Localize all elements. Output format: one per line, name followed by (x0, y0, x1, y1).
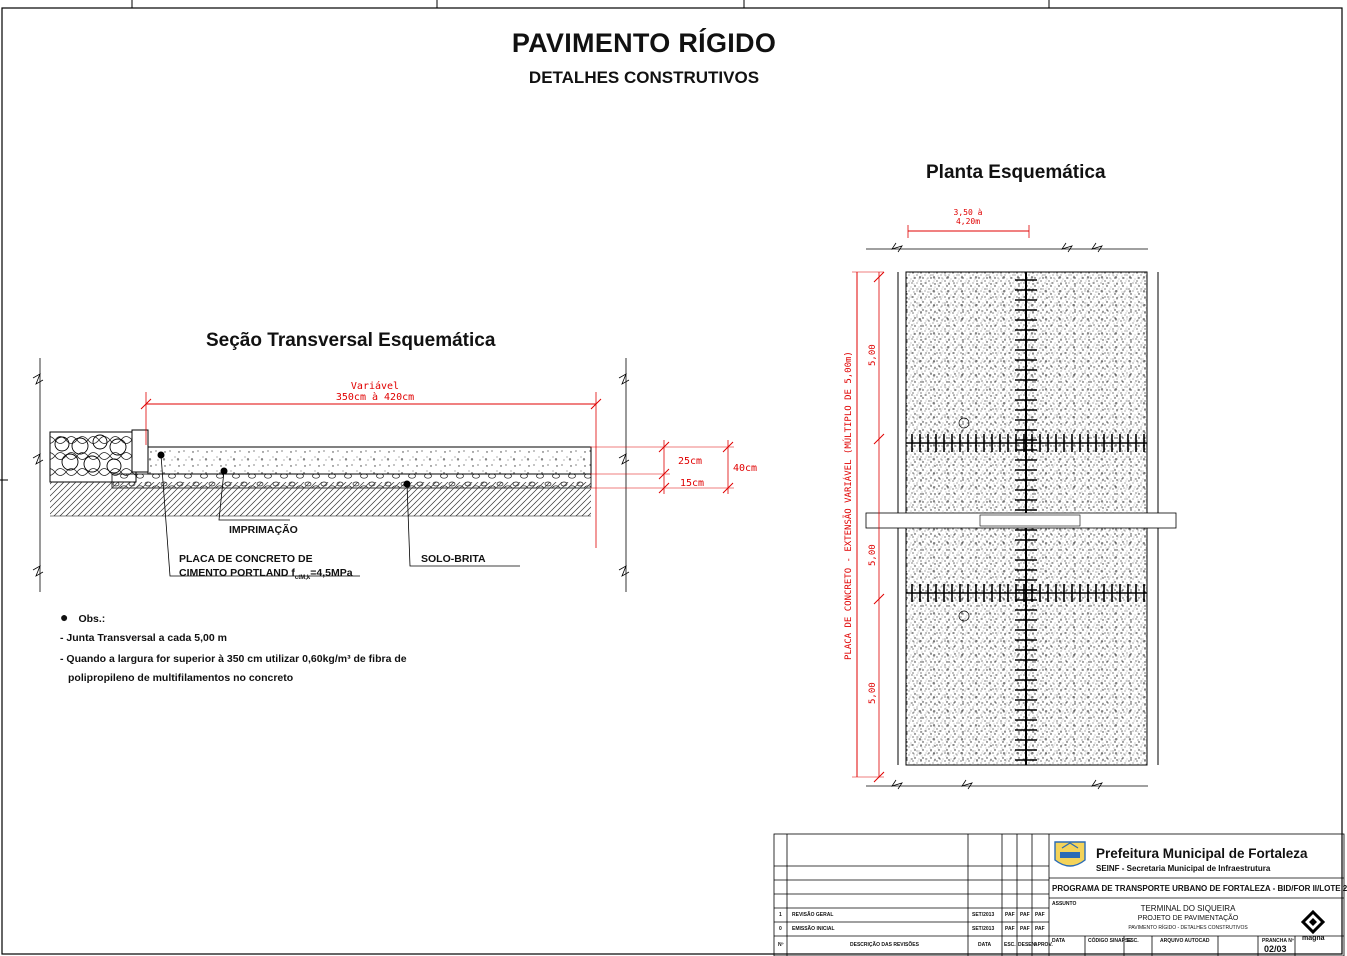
rev0-esc: PAF (1005, 926, 1015, 932)
plan-length-dimension: PLACA DE CONCRETO - EXTENSÃO VARIÁVEL (M… (844, 351, 854, 660)
page-title: PAVIMENTO RÍGIDO (511, 28, 777, 58)
section-width-line2: 350cm à 420cm (335, 392, 415, 403)
hdr-desc: DESCRIÇÃO DAS REVISÕES (850, 942, 919, 948)
note-item-2-line1: - Quando a largura for superior à 350 cm… (60, 653, 407, 665)
rev0-desc: EMISSÃO INICIAL (792, 926, 835, 932)
rev1-no: 1 (779, 912, 782, 918)
note-item-1: - Junta Transversal a cada 5,00 m (60, 632, 227, 644)
plan-width-line2: 4,20m (955, 217, 981, 226)
tb-f-arquivo: ARQUIVO AUTOCAD (1160, 938, 1210, 944)
notes-heading: ● Obs.: (60, 609, 105, 625)
plan-width-line1: 3,50 à (953, 208, 983, 217)
hdr-esc: ESC. (1004, 942, 1016, 948)
tb-f-data: DATA (1052, 938, 1066, 944)
hdr-date: DATA (978, 942, 992, 948)
page-subtitle: DETALHES CONSTRUTIVOS (528, 68, 760, 87)
section-heading: Seção Transversal Esquemática (206, 330, 496, 351)
tb-f-prancha: PRANCHA Nº (1262, 938, 1294, 944)
plan-seg-3: 5,00 (868, 682, 878, 704)
label-placa-sub: ctM,k (294, 575, 311, 582)
dim-15cm: 15cm (680, 478, 705, 489)
tb-program: PROGRAMA DE TRANSPORTE URBANO DE FORTALE… (1052, 884, 1347, 893)
city-crest-icon (1054, 841, 1086, 867)
plan-drawing (852, 225, 1177, 790)
tb-subject3: PAVIMENTO RÍGIDO - DETALHES CONSTRUTIVOS (1128, 925, 1248, 931)
rev1-esc: PAF (1005, 912, 1015, 918)
rev0-date: SET/2013 (972, 926, 995, 932)
label-placa-line1: PLACA DE CONCRETO DE (179, 553, 313, 565)
tb-org: Prefeitura Municipal de Fortaleza (1096, 846, 1308, 861)
rev0-no: 0 (779, 926, 782, 932)
bullet-icon: ● (60, 609, 69, 625)
rev1-aprov: PAF (1035, 912, 1045, 918)
tb-subject2: PROJETO DE PAVIMENTAÇÃO (1137, 915, 1239, 922)
tb-logo-text: magna (1302, 935, 1325, 942)
hdr-aprov: APROV. (1034, 942, 1053, 948)
plan-width-dimension: 3,50 à 4,20m (938, 208, 998, 226)
title-block-lines (773, 833, 1345, 956)
rev1-desen: PAF (1020, 912, 1030, 918)
cross-section-drawing (32, 358, 734, 592)
rev1-date: SET/2013 (972, 912, 995, 918)
label-placa-main: CIMENTO PORTLAND f (179, 567, 295, 579)
rev0-desen: PAF (1020, 926, 1030, 932)
tb-f-codigo: CÓDIGO SINAPSE (1088, 938, 1132, 944)
tb-subject1: TERMINAL DO SIQUEIRA (1140, 904, 1236, 913)
section-width-dimension: Variável 350cm à 420cm (300, 381, 450, 403)
note-item-2-line2: polipropileno de multifilamentos no conc… (68, 672, 294, 684)
dim-25cm: 25cm (678, 456, 703, 467)
tb-dept: SEINF - Secretaria Municipal de Infraest… (1096, 864, 1271, 873)
tb-f-esc: ESC. (1127, 938, 1139, 944)
plan-heading: Planta Esquemática (926, 162, 1106, 183)
label-imprimacao: IMPRIMAÇÃO (229, 524, 298, 536)
plan-seg-1: 5,00 (868, 344, 878, 366)
company-logo-icon (1300, 909, 1326, 935)
rev1-desc: REVISÃO GERAL (792, 912, 834, 918)
label-placa-end: =4,5MPa (310, 567, 353, 579)
notes-heading-text: Obs.: (78, 613, 106, 625)
plan-seg-2: 5,00 (868, 544, 878, 566)
label-placa-line2: CIMENTO PORTLAND fctM,k=4,5MPa (179, 567, 353, 581)
dim-40cm: 40cm (733, 463, 758, 474)
section-width-line1: Variável (350, 381, 400, 392)
label-solo-brita: SOLO-BRITA (421, 553, 486, 565)
hdr-no: Nº (778, 942, 784, 948)
hdr-desen: DESEN. (1018, 942, 1037, 948)
tb-sheet-number: 02/03 (1264, 944, 1287, 954)
tb-subject-label: ASSUNTO (1052, 901, 1077, 907)
rev0-aprov: PAF (1035, 926, 1045, 932)
